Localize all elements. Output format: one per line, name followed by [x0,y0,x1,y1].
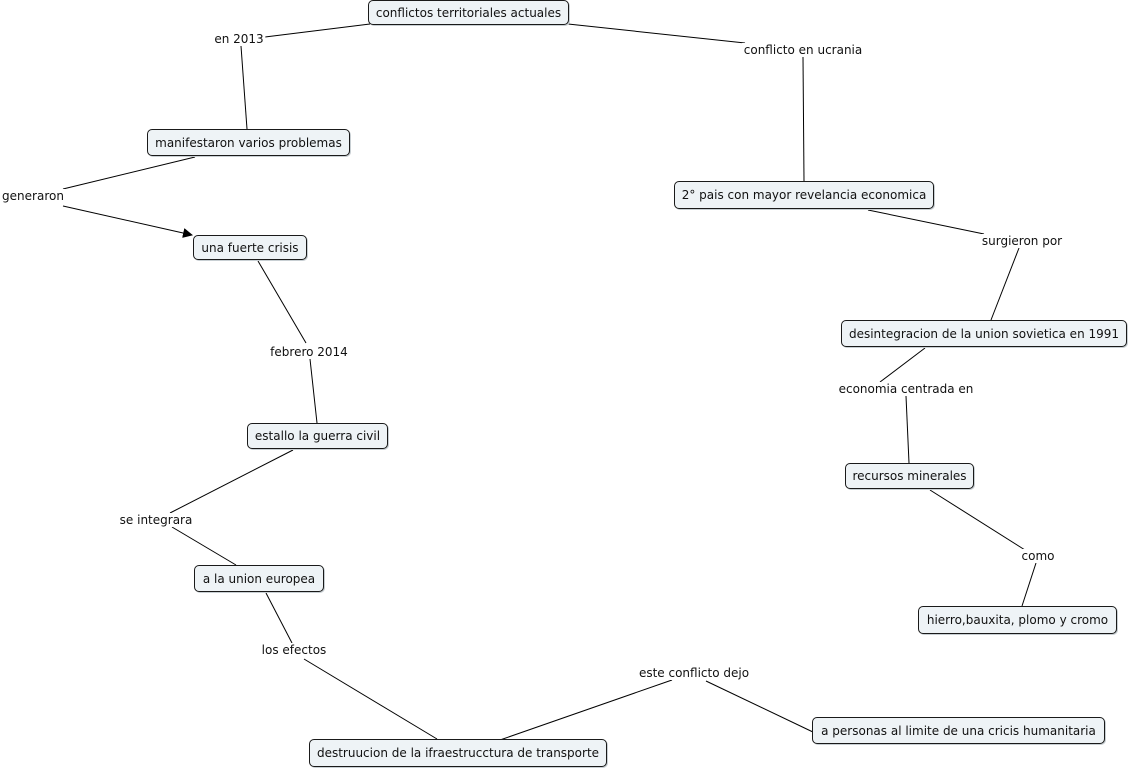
link-como-minerales [1021,562,1037,607]
link-label-en-2013: en 2013 [212,32,266,46]
link-label-se-integrara: se integrara [117,513,195,527]
link-integrara-union [171,526,237,566]
link-conflictos-en2013 [264,23,371,38]
link-union-efectos [265,592,293,644]
concept-fuerte-crisis[interactable]: una fuerte crisis [193,235,307,260]
link-conflicto-humanitaria [705,680,816,734]
concept-label: manifestaron varios problemas [155,135,342,150]
link-guerra-integrara [169,449,294,514]
link-en2013-manifestaron [240,45,248,130]
link-manifestaron-generaron [62,156,196,190]
link-desintegracion-economia [879,347,926,383]
link-label-este-conflicto: este conflicto dejo [636,666,752,680]
link-label-febrero-2014: febrero 2014 [268,345,350,359]
link-crisis-febrero [257,260,307,344]
concept-manifestaron-problemas[interactable]: manifestaron varios problemas [147,129,350,156]
link-generaron-crisis-arrow [62,205,193,238]
link-efectos-destruccion [303,658,438,740]
concept-union-europea[interactable]: a la union europea [194,565,324,592]
link-segundo-surgieron [867,209,985,235]
link-surgieron-desintegracion [990,247,1020,321]
link-economia-recursos [905,395,910,464]
concept-label: destruucion de la ifraestrucctura de tra… [316,746,600,760]
concept-label: recursos minerales [852,469,967,483]
link-recursos-como [929,489,1026,551]
concept-segundo-pais[interactable]: 2° pais con mayor revelancia economica [674,181,934,209]
concept-label: una fuerte crisis [201,240,299,255]
link-label-economia-centrada: economia centrada en [836,382,976,396]
concept-destruccion-infraestructura[interactable]: destruucion de la ifraestrucctura de tra… [309,739,607,767]
link-label-surgieron-por: surgieron por [979,234,1065,248]
concept-hierro-bauxita[interactable]: hierro,bauxita, plomo y cromo [918,606,1117,634]
concept-desintegracion-urss[interactable]: desintegracion de la union sovietica en … [841,320,1127,347]
concept-label: hierro,bauxita, plomo y cromo [926,613,1109,627]
link-label-como: como [1019,549,1057,563]
concept-label: a personas al limite de una cricis human… [821,723,1096,738]
link-destruccion-conflicto [499,679,673,741]
concept-label: 2° pais con mayor revelancia economica [681,188,927,202]
concept-label: estallo la guerra civil [254,429,381,443]
concept-conflictos-territoriales[interactable]: conflictos territoriales actuales [368,0,569,25]
concept-label: conflictos territoriales actuales [375,5,562,20]
concept-recursos-minerales[interactable]: recursos minerales [845,463,974,489]
concept-crisis-humanitaria[interactable]: a personas al limite de una cricis human… [812,717,1105,744]
link-label-los-efectos: los efectos [259,643,329,657]
concept-label: a la union europea [202,571,316,586]
link-label-conflicto-ucrania: conflicto en ucrania [741,43,865,57]
link-conflictos-ucrania [567,23,746,44]
concept-label: desintegracion de la union sovietica en … [848,326,1120,341]
link-ucrania-segundo [802,56,805,182]
link-febrero-guerra [309,358,318,424]
concept-guerra-civil[interactable]: estallo la guerra civil [247,423,388,449]
link-label-generaron: generaron [0,189,66,203]
